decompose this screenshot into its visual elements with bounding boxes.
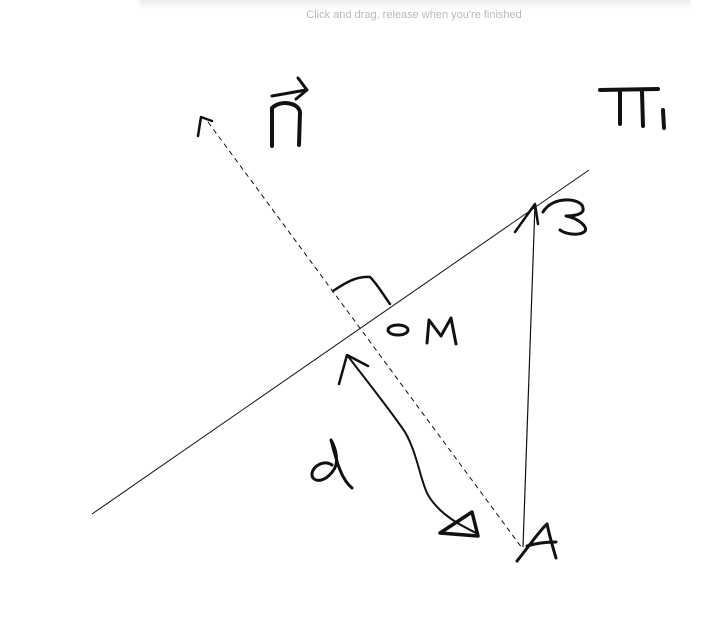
point-m-text: M: [0, 0, 1, 1]
plane-text: π₁: [0, 0, 2, 1]
point-b-text: B: [0, 0, 1, 1]
hint-text: Click and drag, release when you're fini…: [306, 9, 522, 21]
normal-vector-label: [270, 76, 309, 148]
point-a-label: [515, 522, 558, 563]
plane-line: [91, 169, 590, 515]
normal-dashed-line: [207, 121, 523, 549]
vector-ab-line: [522, 203, 536, 548]
point-a-text: A: [0, 0, 1, 1]
distance-arrow: [346, 354, 479, 535]
distance-d-label: [310, 438, 354, 490]
normal-line-tick: [196, 115, 214, 138]
plane-label: [598, 87, 666, 130]
normal-vector-text: n: [0, 0, 1, 1]
toolbar-shadow: [140, 0, 690, 3]
distance-text: d: [0, 0, 1, 1]
point-b-label: [541, 198, 587, 236]
distance-arrow-head: [438, 510, 480, 538]
distance-arrow-tail: [337, 353, 370, 386]
vector-ab-arrowhead: [513, 202, 540, 234]
point-m-label: [386, 316, 458, 346]
right-angle-mark: [331, 275, 392, 306]
